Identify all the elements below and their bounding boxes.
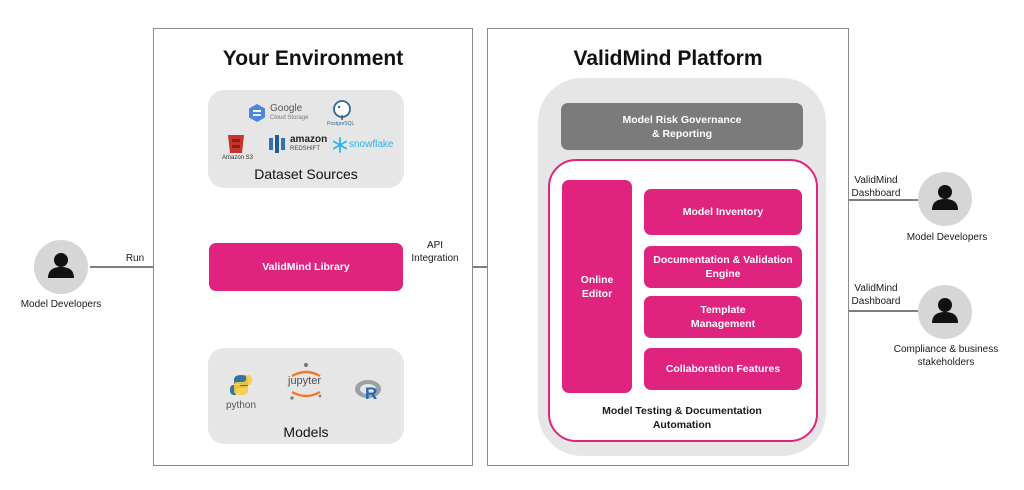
jupyter-icon	[290, 363, 322, 400]
documentation-validation-engine-box: Documentation & Validation Engine	[644, 246, 802, 288]
model-developers-avatar-right	[918, 172, 972, 226]
validmind-platform-title: ValidMind Platform	[573, 47, 763, 70]
model-risk-governance-box: Model Risk Governance & Reporting	[561, 103, 803, 150]
api-integration-label: API Integration	[411, 240, 459, 264]
jupyter-text: jupyter	[288, 375, 322, 387]
compliance-stakeholders-avatar	[918, 285, 972, 339]
model-developers-label-right: Model Developers	[906, 232, 988, 243]
dataset-sources-panel: Google Cloud Storage PostgreSQL Amazon S…	[208, 90, 404, 188]
person-icon	[932, 298, 958, 323]
person-icon	[932, 185, 958, 210]
model-developers-label-left: Model Developers	[20, 299, 102, 310]
person-icon	[48, 253, 74, 278]
snowflake-icon	[332, 137, 348, 153]
model-inventory-box: Model Inventory	[644, 189, 802, 235]
amazon-s3-text: Amazon S3	[222, 155, 254, 161]
models-label: Models	[283, 424, 329, 440]
python-text: python	[226, 400, 257, 411]
compliance-stakeholders-label: Compliance & business stakeholders	[893, 344, 999, 368]
r-text: R	[365, 384, 378, 403]
model-testing-documentation-label: Model Testing & Documentation Automation	[602, 405, 762, 431]
run-label: Run	[125, 253, 145, 264]
amazon-redshift-text: amazon	[290, 134, 328, 145]
postgresql-text: PostgreSQL	[327, 121, 355, 127]
r-language-icon	[355, 380, 381, 398]
snowflake-text: snowflake	[349, 139, 394, 150]
python-icon	[230, 375, 252, 395]
dataset-sources-label: Dataset Sources	[254, 166, 358, 182]
google-cloud-storage-text: Cloud Storage	[270, 115, 309, 121]
validmind-dashboard-label-2: ValidMind Dashboard	[851, 283, 901, 307]
template-management-box: Template Management	[644, 296, 802, 338]
your-environment-title: Your Environment	[222, 47, 404, 70]
google-cloud-storage-icon	[249, 104, 265, 122]
model-developers-avatar-left	[34, 240, 88, 294]
google-logo-text: Google	[270, 103, 303, 114]
amazon-s3-icon	[228, 135, 244, 153]
postgresql-elephant-icon	[333, 100, 351, 120]
redshift-text: REDSHIFT	[290, 146, 320, 152]
amazon-redshift-icon	[269, 135, 285, 153]
models-panel: python jupyter R Models	[208, 348, 404, 444]
online-editor-box: Online Editor	[562, 180, 632, 393]
collaboration-features-box: Collaboration Features	[644, 348, 802, 390]
validmind-library-box: ValidMind Library	[209, 243, 403, 291]
validmind-dashboard-label-1: ValidMind Dashboard	[851, 175, 901, 199]
